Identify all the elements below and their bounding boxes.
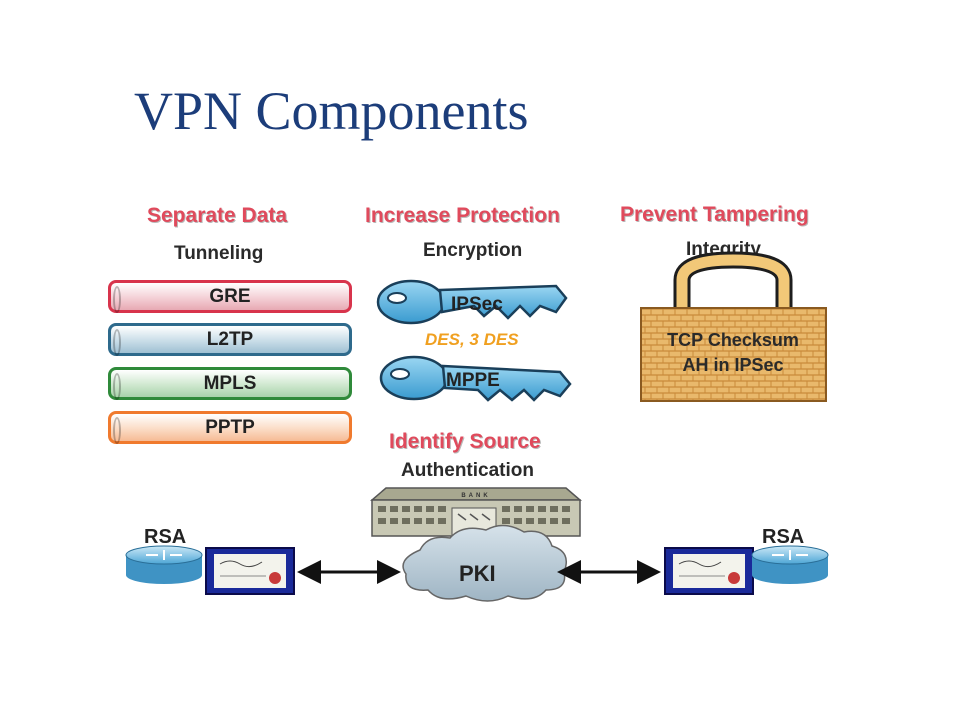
identify-source-heading: Identify Source	[389, 430, 541, 453]
ipsec-label: IPSec	[451, 294, 503, 315]
tunnel-pptp: PPTP	[108, 411, 352, 444]
ipsec-key-icon	[376, 279, 568, 325]
left-certificate-icon	[205, 547, 295, 595]
pki-cloud-icon	[402, 524, 567, 602]
right-router-icon	[751, 545, 829, 584]
tunnel-mpls-label: MPLS	[203, 372, 257, 394]
separate-data-heading: Separate Data	[147, 204, 288, 227]
right-certificate-icon	[664, 547, 754, 595]
tunnel-gre: GRE	[108, 280, 352, 313]
ah-ipsec-label: AH in IPSec	[682, 355, 784, 375]
tunnel-mpls: MPLS	[108, 367, 352, 400]
mppe-label: MPPE	[446, 370, 500, 391]
pki-label: PKI	[459, 561, 496, 586]
tunnel-l2tp: L2TP	[108, 323, 352, 356]
authentication-subheading: Authentication	[401, 460, 534, 481]
padlock-icon	[640, 251, 827, 402]
rsa-left-label: RSA	[144, 526, 187, 548]
tunnel-pptp-label: PPTP	[205, 416, 255, 438]
increase-protection-heading: Increase Protection	[365, 204, 560, 227]
tunnel-gre-label: GRE	[209, 285, 251, 307]
encryption-subheading: Encryption	[423, 240, 523, 261]
des-algorithms-label: DES, 3 DES	[425, 330, 519, 349]
slide-title: VPN Components	[134, 81, 529, 141]
tunneling-subheading: Tunneling	[174, 243, 264, 264]
left-router-icon	[125, 545, 203, 584]
tunnel-l2tp-label: L2TP	[206, 328, 254, 350]
rsa-right-label: RSA	[762, 526, 805, 548]
tcp-checksum-label: TCP Checksum	[667, 330, 799, 350]
mppe-key-icon	[379, 355, 572, 402]
prevent-tampering-heading: Prevent Tampering	[620, 203, 809, 226]
bank-sign-text: BANK	[461, 493, 490, 499]
